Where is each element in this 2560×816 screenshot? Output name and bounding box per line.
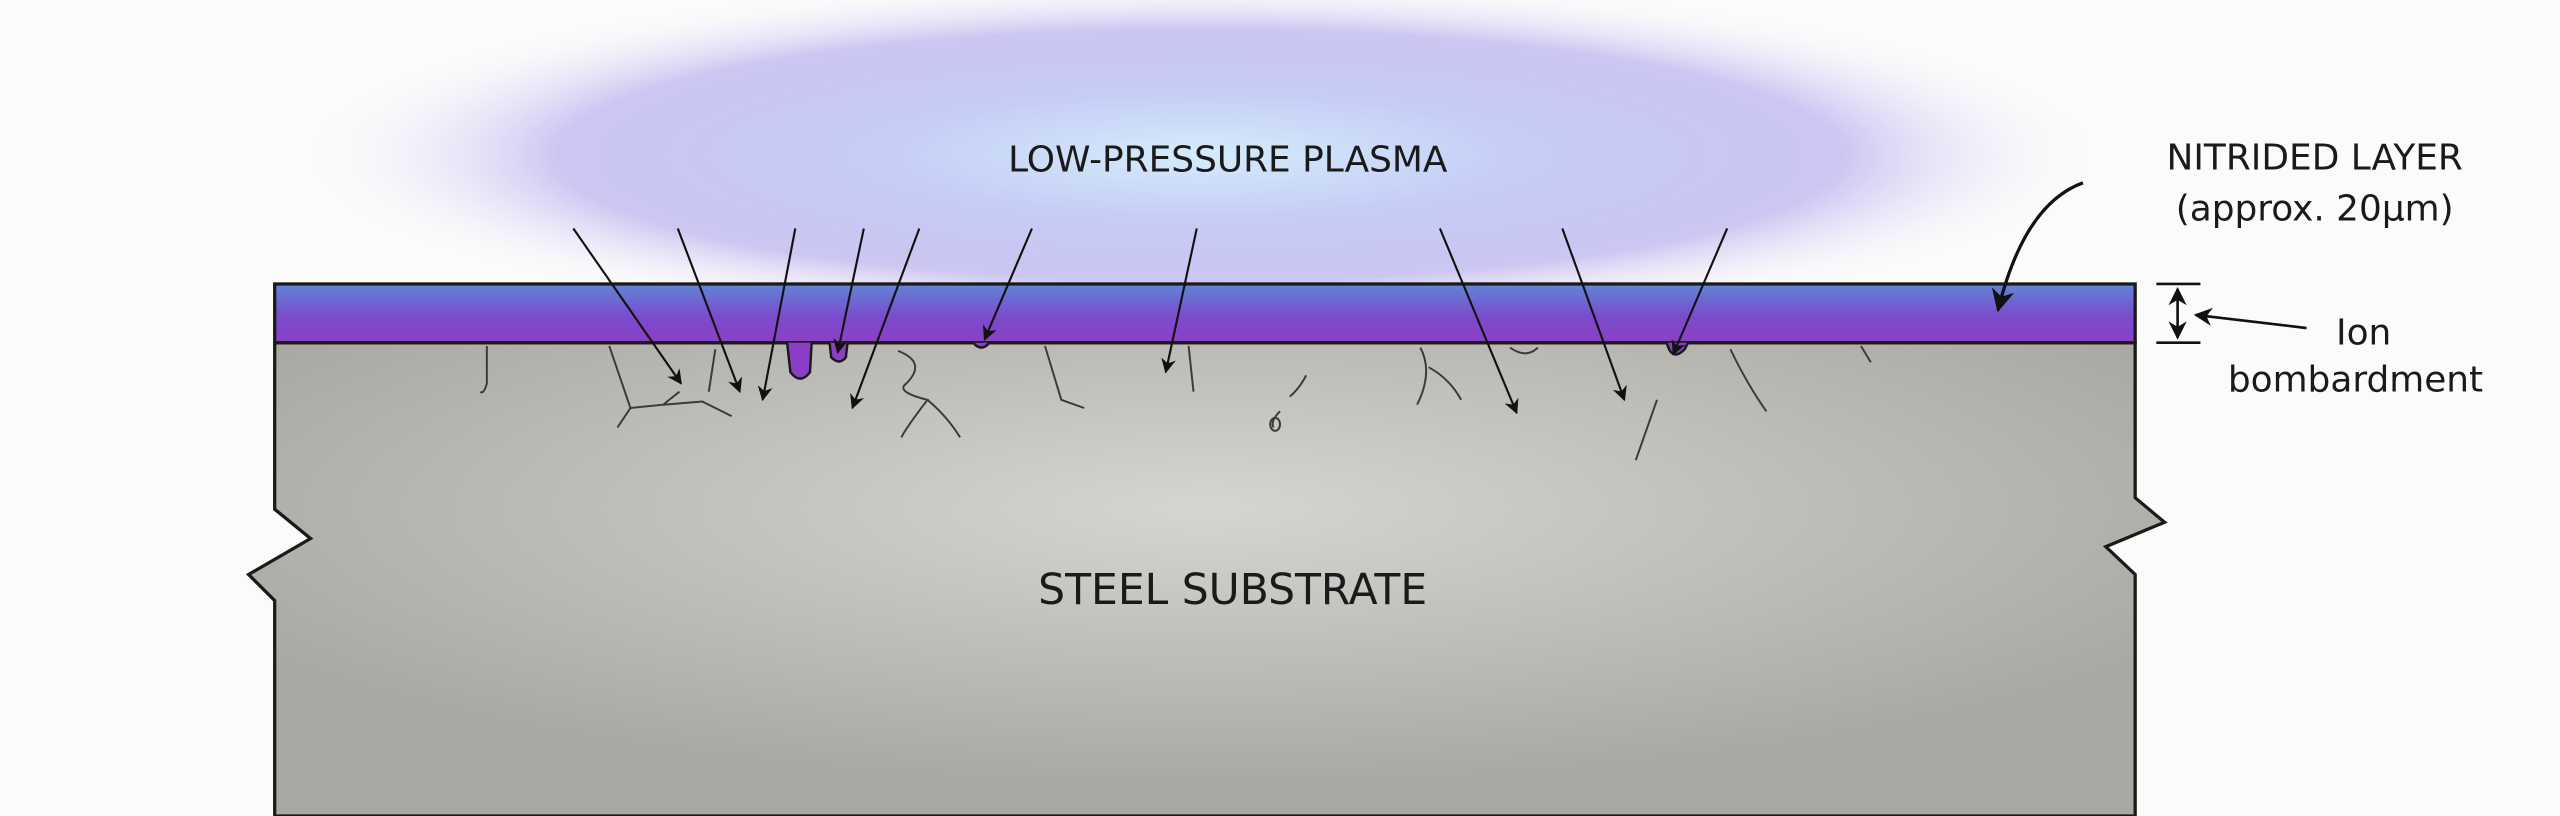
plasma-label: LOW-PRESSURE PLASMA [1008,139,1448,180]
ion-arrow [850,228,921,410]
ion-arrow [757,228,797,402]
ion-arrows [572,227,1729,415]
ion-arrow [1671,228,1729,356]
substrate-label: STEEL SUBSTRATE [1038,566,1427,615]
thickness-dimension-icon [2156,282,2307,345]
ion-bombardment-label-1: Ion [2336,312,2391,353]
ion-arrow [983,228,1033,341]
ion-arrow [1161,228,1198,374]
ion-arrow [1561,228,1627,402]
plasma-glow [286,0,2114,335]
ion-arrow [833,228,865,354]
ion-arrow [572,227,682,385]
steel-substrate-block [245,341,2168,816]
nitrided-layer-pointer [1991,181,2084,313]
ion-bombardment-label-2: bombardment [2228,360,2483,401]
nitrided-layer-thickness: (approx. 20µm) [2176,188,2454,229]
ion-arrow [676,228,743,394]
grain-boundaries [479,345,1872,461]
ion-arrow [1438,228,1519,415]
nitrided-layer [273,282,2137,345]
nitrided-layer-label: NITRIDED LAYER [2167,138,2463,179]
